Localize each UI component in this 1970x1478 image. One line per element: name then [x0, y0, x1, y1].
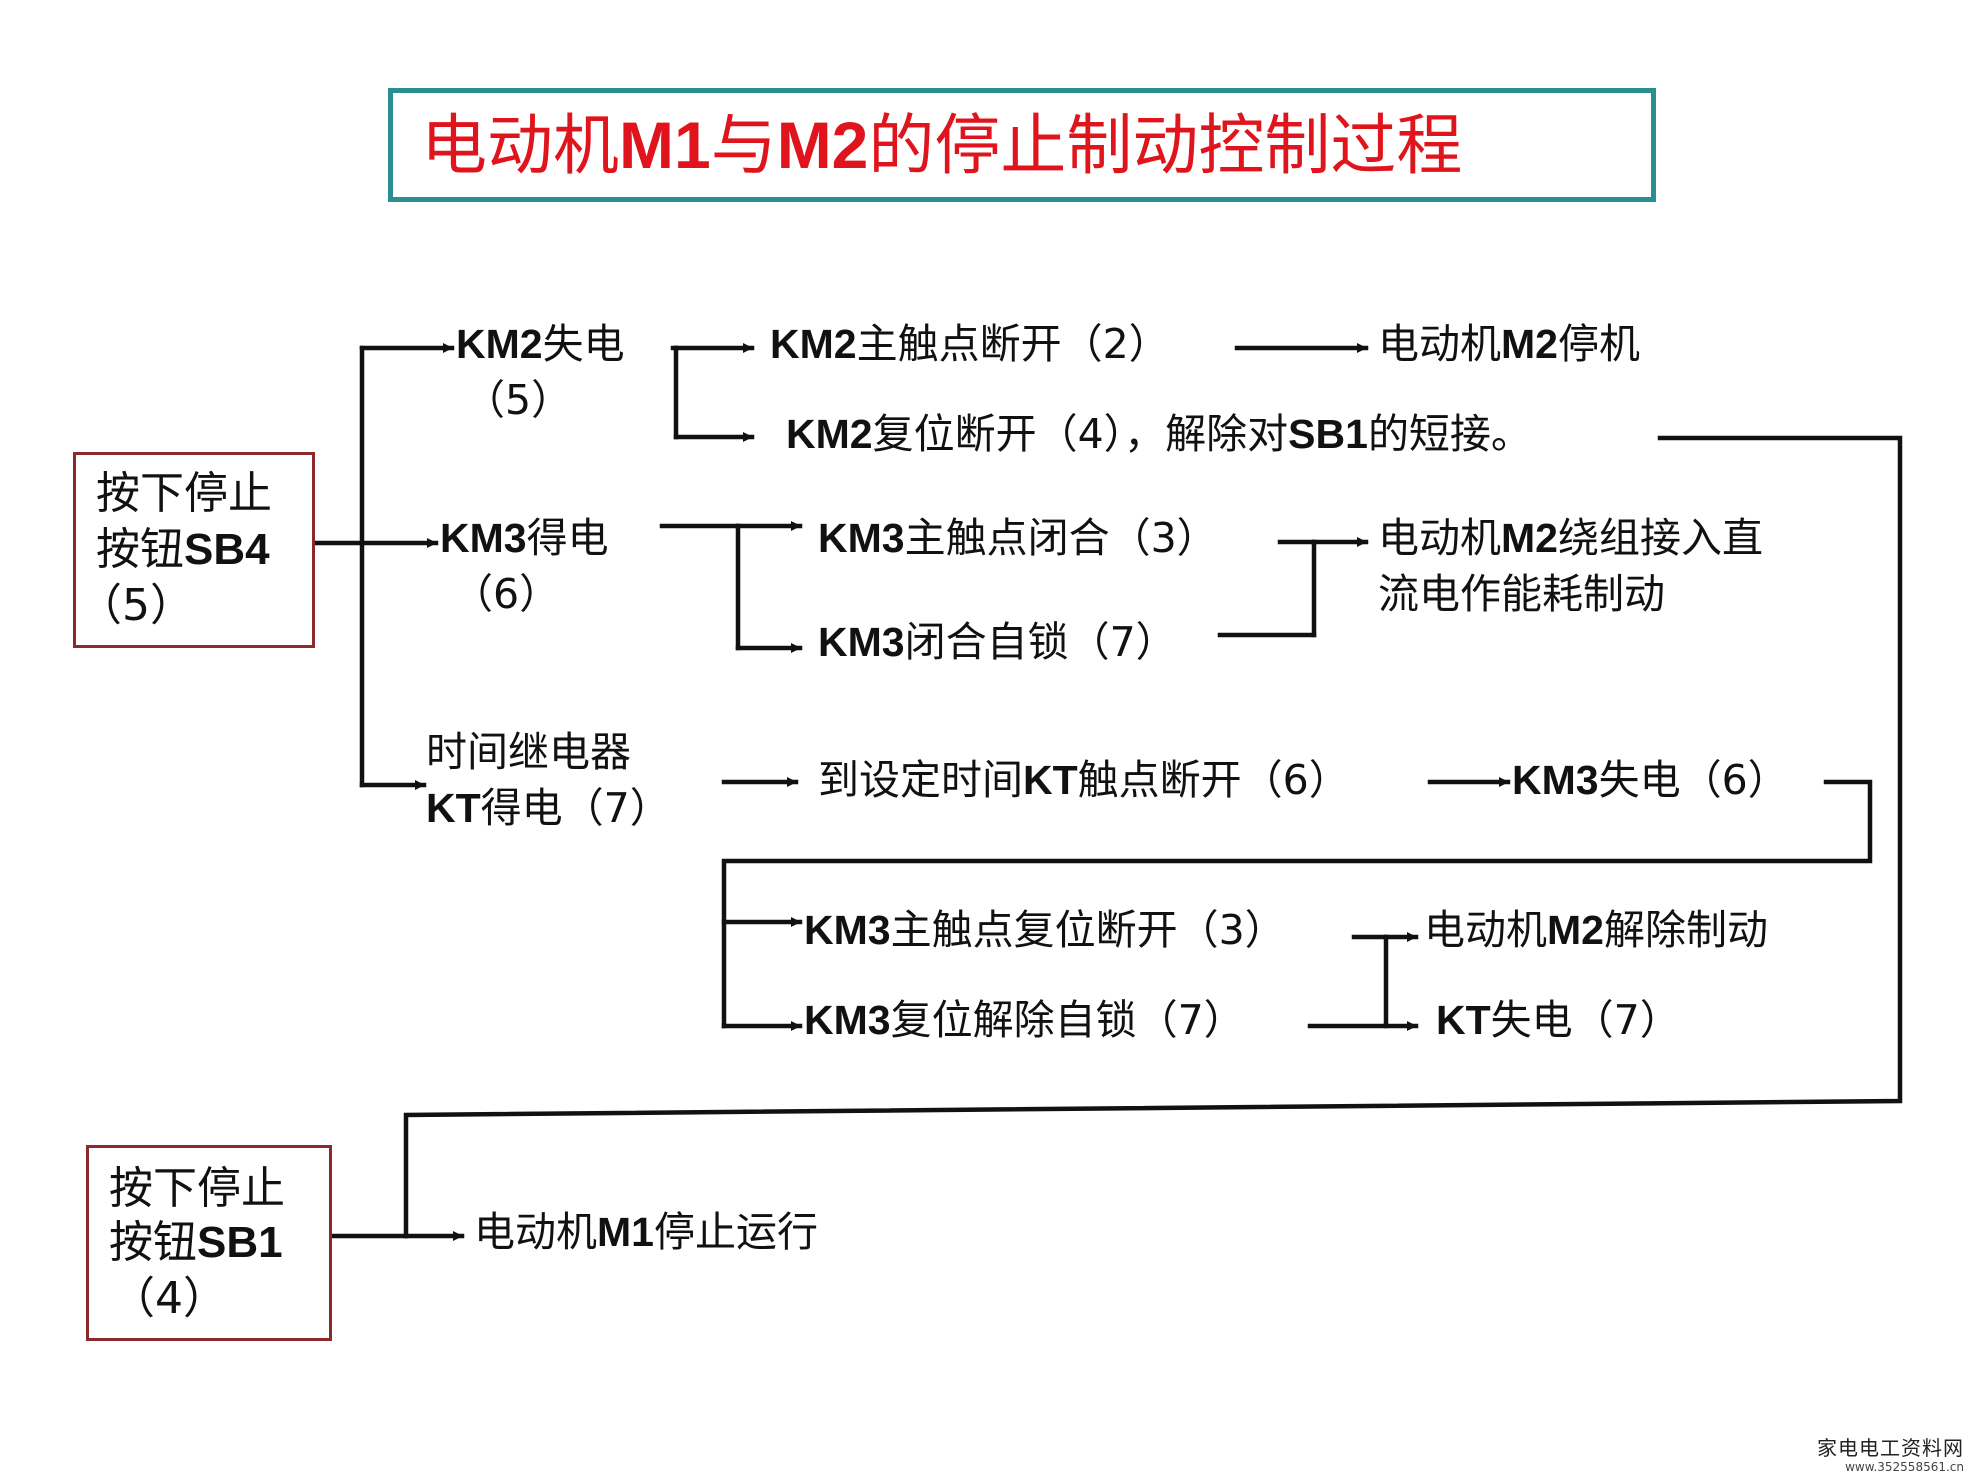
node-km3-main: KM3主触点闭合（3） — [818, 510, 1218, 566]
km3-lock-text: 闭合自锁（7） — [904, 618, 1177, 666]
km2-reset-loop-line — [403, 435, 1903, 1239]
km3-unlock-code: KM3 — [804, 997, 891, 1043]
node-m2-stop: 电动机M2停机 — [1378, 316, 1640, 372]
km2-reset-code2: SB1 — [1288, 411, 1368, 457]
km2-reset-code: KM2 — [786, 411, 873, 457]
kt-lose-text: 失电（7） — [1490, 996, 1681, 1044]
sb1-line2-text: 按钮 — [109, 1217, 197, 1268]
sb4-line1: 按下停止 — [96, 468, 272, 519]
km2-main-text: 主触点断开（2） — [856, 320, 1170, 368]
node-kt-get-line1: 时间继电器 — [426, 728, 631, 776]
node-m1-stop: 电动机M1停止运行 — [474, 1204, 818, 1260]
title-part1: 电动机 — [421, 107, 619, 184]
km3-lose-code: KM3 — [1512, 757, 1599, 803]
title-part2: 与 — [710, 107, 777, 184]
km3-get-code: KM3 — [440, 515, 527, 561]
m1-stop-code: M1 — [597, 1209, 654, 1255]
km2-lose-text: 失电 — [542, 320, 625, 368]
watermark: 家电电工资料网 www.352558561.cn — [1817, 1436, 1964, 1474]
sb4-line2-text: 按钮 — [96, 524, 184, 575]
m2-stop-text: 停机 — [1557, 320, 1640, 368]
sb4-line3: （5） — [78, 580, 194, 631]
node-km2-lose-num: （5） — [464, 376, 573, 424]
node-kt-lose: KT失电（7） — [1436, 992, 1681, 1048]
km3-main-code: KM3 — [818, 515, 905, 561]
m2-release-text: 解除制动 — [1603, 906, 1768, 954]
km2-lose-code: KM2 — [456, 321, 543, 367]
km3-lock-code: KM3 — [818, 619, 905, 665]
km3-main-text: 主触点闭合（3） — [904, 514, 1218, 562]
km3-main-reset-text: 主触点复位断开（3） — [890, 906, 1286, 954]
m2-brake-pre: 电动机 — [1378, 514, 1501, 562]
title-m1: M1 — [619, 108, 711, 182]
node-kt-get: KT得电（7） — [426, 780, 671, 836]
node-kt-open: 到设定时间KT触点断开（6） — [818, 752, 1350, 808]
sb1-line3: （4） — [111, 1273, 227, 1324]
node-km3-lose: KM3失电（6） — [1512, 752, 1789, 808]
m1-stop-pre: 电动机 — [474, 1208, 597, 1256]
km3-lose-return-line — [721, 779, 1873, 1029]
node-km3-lock: KM3闭合自锁（7） — [818, 614, 1177, 670]
kt-lose-code: KT — [1436, 997, 1491, 1043]
m2-brake-text: 绕组接入直 — [1557, 514, 1763, 562]
m2-release-pre: 电动机 — [1424, 906, 1547, 954]
node-km3-unlock: KM3复位解除自锁（7） — [804, 992, 1245, 1048]
km2-reset-text2: 的短接。 — [1367, 410, 1532, 458]
km3-main-reset-code: KM3 — [804, 907, 891, 953]
km3-lose-text: 失电（6） — [1598, 756, 1789, 804]
kt-open-pre: 到设定时间 — [818, 756, 1023, 804]
kt-get-text: 得电（7） — [480, 784, 671, 832]
title-part3: 的停止制动控制过程 — [868, 107, 1463, 184]
stop-button-sb4-box: 按下停止 按钮SB4 （5） — [73, 452, 315, 648]
km3-unlock-text: 复位解除自锁（7） — [890, 996, 1245, 1044]
node-m2-brake-line2: 流电作能耗制动 — [1378, 570, 1665, 618]
node-km3-get-num: （6） — [452, 570, 561, 618]
sb1-line1: 按下停止 — [109, 1163, 285, 1214]
km3-get-text: 得电 — [526, 514, 609, 562]
m1-stop-text: 停止运行 — [653, 1208, 818, 1256]
page-title: 电动机M1与M2的停止制动控制过程 — [421, 105, 1462, 186]
m2-stop-code: M2 — [1501, 321, 1558, 367]
stop-button-sb1-box: 按下停止 按钮SB1 （4） — [86, 1145, 332, 1341]
sb4-line2: 按钮SB4 — [96, 521, 270, 579]
m2-release-code: M2 — [1547, 907, 1604, 953]
m2-brake-code: M2 — [1501, 515, 1558, 561]
title-m2: M2 — [776, 108, 869, 182]
kt-open-text: 触点断开（6） — [1077, 756, 1350, 804]
node-km3-main-reset: KM3主触点复位断开（3） — [804, 902, 1286, 958]
node-m2-release: 电动机M2解除制动 — [1424, 902, 1768, 958]
node-km3-get: KM3得电 — [440, 510, 609, 566]
sb4-code: SB4 — [184, 525, 270, 574]
watermark-main: 家电电工资料网 — [1817, 1436, 1964, 1460]
km2-reset-text: 复位断开（4），解除对 — [872, 410, 1289, 458]
kt-get-code: KT — [426, 785, 481, 831]
m2-stop-pre: 电动机 — [1378, 320, 1501, 368]
watermark-sub: www.352558561.cn — [1845, 1460, 1964, 1474]
node-km2-reset: KM2复位断开（4），解除对SB1的短接。 — [786, 406, 1532, 462]
sb1-line2: 按钮SB1 — [109, 1214, 283, 1272]
sb1-code: SB1 — [197, 1218, 283, 1267]
kt-open-code: KT — [1023, 757, 1078, 803]
km2-main-code: KM2 — [770, 321, 857, 367]
node-m2-brake: 电动机M2绕组接入直 — [1378, 510, 1763, 566]
node-km2-lose: KM2失电 — [456, 316, 625, 372]
title-box: 电动机M1与M2的停止制动控制过程 — [388, 88, 1656, 202]
node-km2-main: KM2主触点断开（2） — [770, 316, 1170, 372]
